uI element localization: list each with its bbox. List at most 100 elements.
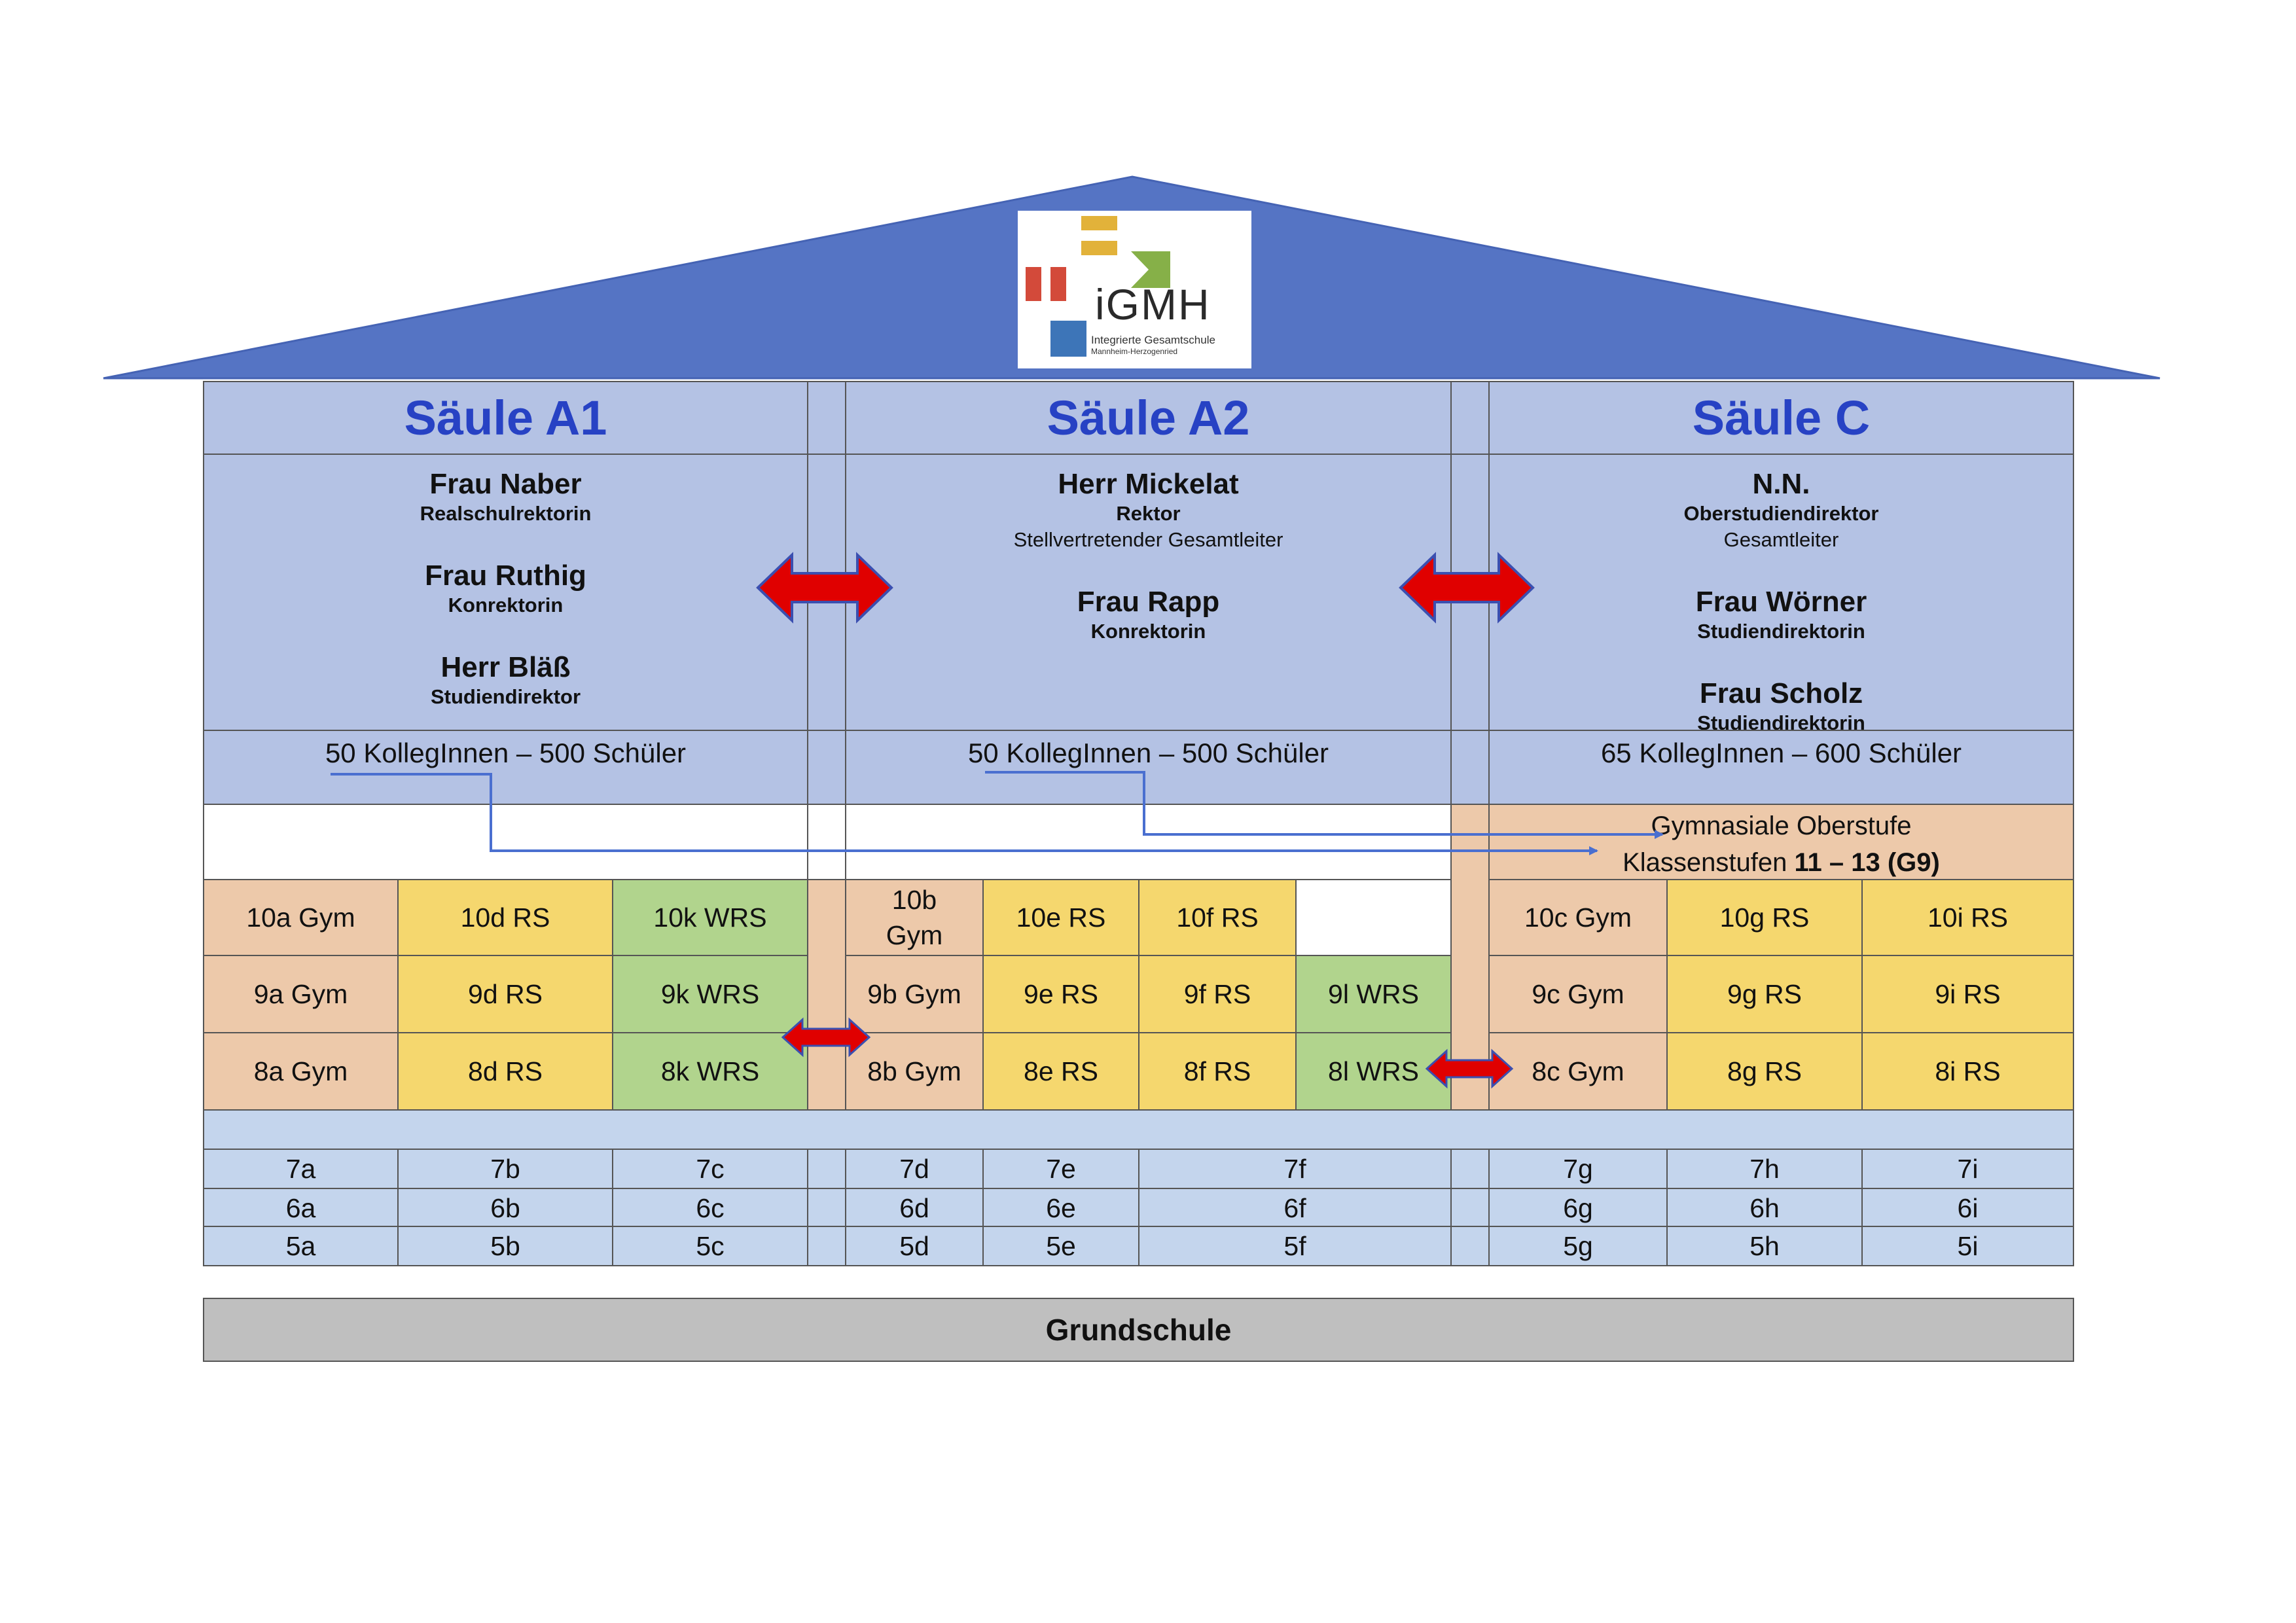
- class-cell: 6g: [1488, 1188, 1668, 1228]
- logo-line1: Integrierte Gesamtschule: [1091, 334, 1215, 346]
- class-cell: 7b: [397, 1149, 613, 1189]
- class-cell: 7c: [612, 1149, 808, 1189]
- staff-name: Frau Ruthig: [425, 560, 586, 592]
- class-cell: 9c Gym: [1488, 955, 1668, 1033]
- staff-a1: Frau Naber Realschulrektorin Frau Ruthig…: [203, 454, 808, 731]
- class-cell: 7a: [203, 1149, 399, 1189]
- grundschule-bar: Grundschule: [203, 1298, 2074, 1362]
- class-cell: 7f: [1138, 1149, 1452, 1189]
- class-cell: 9e RS: [982, 955, 1139, 1033]
- class-cell: 8l WRS: [1295, 1032, 1452, 1111]
- class-cell: 6f: [1138, 1188, 1452, 1228]
- class-cell: 9f RS: [1138, 955, 1297, 1033]
- column-c-title: Säule C: [1488, 381, 2074, 455]
- staff-name: N.N.: [1752, 468, 1810, 500]
- class-cell: 5b: [397, 1226, 613, 1266]
- class-cell: 9l WRS: [1295, 955, 1452, 1033]
- gap-a1-a2: [807, 730, 846, 805]
- class-cell: 6i: [1861, 1188, 2074, 1228]
- staff-a2: Herr Mickelat Rektor Stellvertretender G…: [845, 454, 1452, 731]
- class-cell: 10d RS: [397, 879, 613, 956]
- staff-c: N.N. Oberstudiendirektor Gesamtleiter Fr…: [1488, 454, 2074, 734]
- gap-a2-c: [1450, 730, 1490, 805]
- class-cell: 6h: [1666, 1188, 1863, 1228]
- staff-role: Studiendirektorin: [1697, 620, 1865, 643]
- class-cell: 10k WRS: [612, 879, 808, 956]
- class-cell: 10i RS: [1861, 879, 2074, 956]
- class-cell: 7g: [1488, 1149, 1668, 1189]
- class-cell: 6b: [397, 1188, 613, 1228]
- staff-name: Herr Mickelat: [1058, 468, 1239, 500]
- gap-cell: [1450, 1226, 1490, 1266]
- staff-role: Studiendirektor: [430, 685, 581, 708]
- staff-role: Rektor: [1116, 502, 1181, 525]
- gap-cell: [1450, 1149, 1490, 1189]
- staff-role: Oberstudiendirektor: [1683, 502, 1879, 525]
- oberstufe-box: Gymnasiale Oberstufe Klassenstufen 11 – …: [1488, 804, 2074, 880]
- class-cell: 5d: [845, 1226, 984, 1266]
- gap-cell: [1450, 1188, 1490, 1228]
- class-cell: 10a Gym: [203, 879, 399, 956]
- class-cell: 7h: [1666, 1149, 1863, 1189]
- class-cell: 9k WRS: [612, 955, 808, 1033]
- class-cell: 8g RS: [1666, 1032, 1863, 1111]
- empty-a2: [845, 804, 1452, 880]
- class-cell: 10c Gym: [1488, 879, 1668, 956]
- staff-name: Frau Rapp: [1077, 586, 1220, 618]
- oberstufe-levels-range: 11 – 13 (G9): [1794, 848, 1940, 877]
- staff-name: Herr Bläß: [440, 651, 571, 683]
- gap-a2-c-oberstufe: [1450, 804, 1490, 1111]
- staff-role: Konrektorin: [448, 594, 564, 616]
- gap-cell: [807, 1149, 846, 1189]
- school-logo: iGMH Integrierte Gesamtschule Mannheim-H…: [1018, 211, 1251, 368]
- column-a2-title: Säule A2: [845, 381, 1452, 455]
- class-cell: 5f: [1138, 1226, 1452, 1266]
- gap-a1-a2: [807, 454, 846, 731]
- class-cell: 6c: [612, 1188, 808, 1228]
- class-cell: 5h: [1666, 1226, 1863, 1266]
- oberstufe-title: Gymnasiale Oberstufe: [1651, 812, 1912, 840]
- logo-line2: Mannheim-Herzogenried: [1091, 347, 1178, 356]
- class-cell: 8c Gym: [1488, 1032, 1668, 1111]
- empty-cell: [1295, 879, 1452, 956]
- column-a1-title: Säule A1: [203, 381, 808, 455]
- gap-a1-a2: [807, 381, 846, 455]
- count-a1: 50 KollegInnen – 500 Schüler: [203, 730, 808, 805]
- class-cell: 10g RS: [1666, 879, 1863, 956]
- class-cell: 5i: [1861, 1226, 2074, 1266]
- gap-cell: [807, 1188, 846, 1228]
- class-cell: 9i RS: [1861, 955, 2074, 1033]
- class-cell: 10b Gym: [845, 879, 984, 956]
- class-cell: 8a Gym: [203, 1032, 399, 1111]
- staff-role: Konrektorin: [1090, 620, 1206, 643]
- logo-acronym: iGMH: [1095, 280, 1211, 329]
- empty-a1: [203, 804, 808, 880]
- class-cell: 5c: [612, 1226, 808, 1266]
- class-cell: 5a: [203, 1226, 399, 1266]
- gap-a1-a2: [807, 804, 846, 880]
- oberstufe-levels: Klassenstufen 11 – 13 (G9): [1623, 848, 1940, 877]
- separator-band: [203, 1109, 2074, 1150]
- class-cell: 10f RS: [1138, 879, 1297, 956]
- class-cell: 9d RS: [397, 955, 613, 1033]
- class-cell: 9b Gym: [845, 955, 984, 1033]
- class-cell: 9g RS: [1666, 955, 1863, 1033]
- count-a2: 50 KollegInnen – 500 Schüler: [845, 730, 1452, 805]
- logo-graphic: [1026, 216, 1170, 357]
- staff-role: Gesamtleiter: [1723, 528, 1839, 551]
- class-cell: 5e: [982, 1226, 1139, 1266]
- gap-a2-c: [1450, 454, 1490, 731]
- staff-name: Frau Naber: [429, 468, 582, 500]
- staff-name: Frau Scholz: [1699, 677, 1863, 709]
- class-cell: 6a: [203, 1188, 399, 1228]
- class-cell: 6d: [845, 1188, 984, 1228]
- class-cell: 8b Gym: [845, 1032, 984, 1111]
- class-cell: 7e: [982, 1149, 1139, 1189]
- class-cell: 8f RS: [1138, 1032, 1297, 1111]
- class-cell: 10e RS: [982, 879, 1139, 956]
- class-cell: 9a Gym: [203, 955, 399, 1033]
- staff-name: Frau Wörner: [1695, 586, 1867, 618]
- gap-cell: [807, 1226, 846, 1266]
- count-c: 65 KollegInnen – 600 Schüler: [1488, 730, 2074, 805]
- gap-a2-c: [1450, 381, 1490, 455]
